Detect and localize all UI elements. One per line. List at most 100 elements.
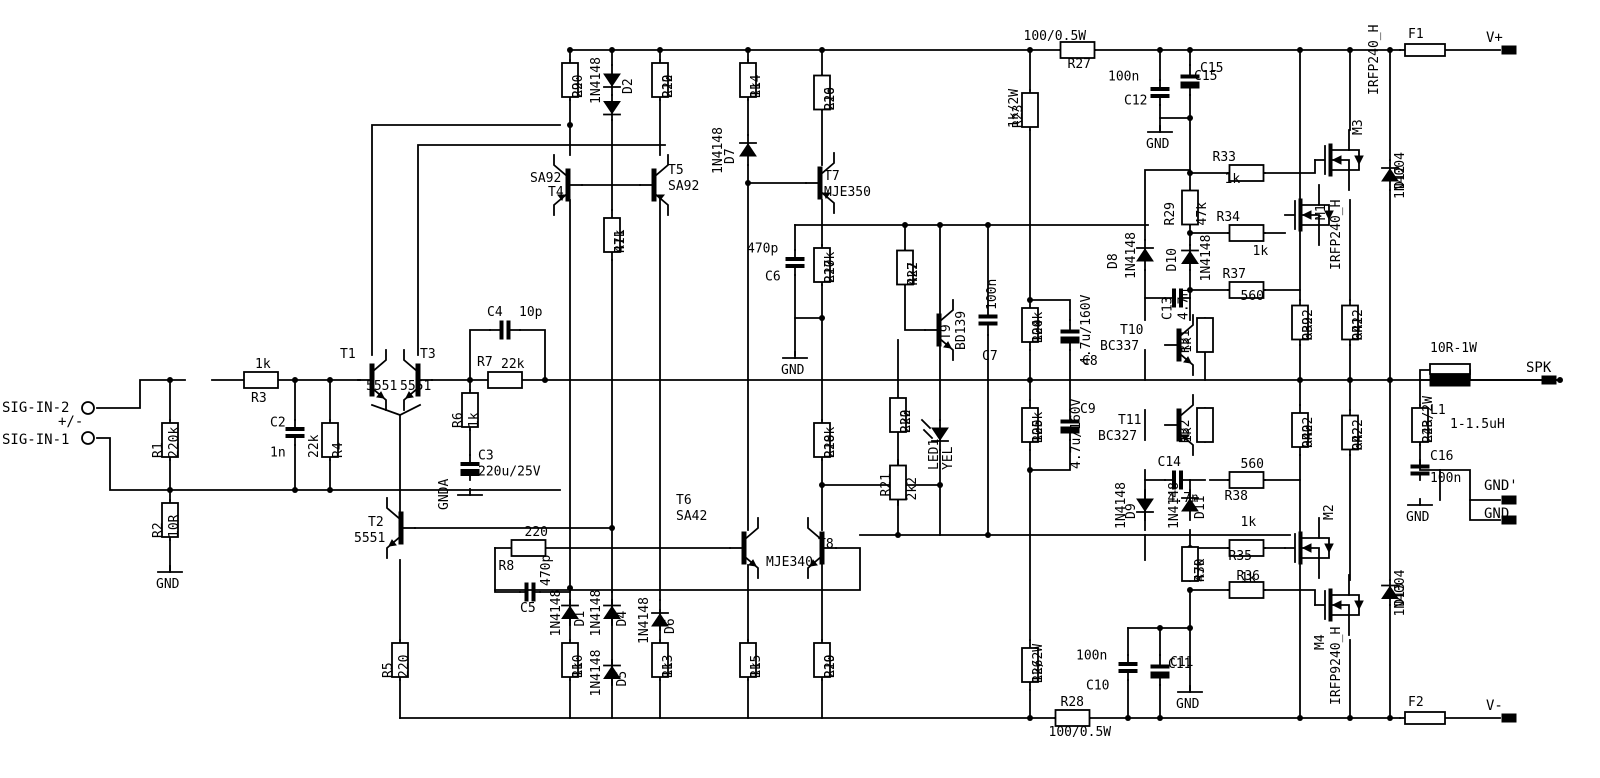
ref-r27: R27 xyxy=(1068,57,1091,72)
value-c6: 470p xyxy=(747,242,778,257)
resistor-r14 xyxy=(739,59,757,101)
junction xyxy=(1027,377,1033,383)
junction xyxy=(1387,377,1393,383)
label: C15 xyxy=(1194,69,1217,84)
label: SA92 xyxy=(668,179,699,194)
label: BD139 xyxy=(954,311,969,350)
junction xyxy=(1157,47,1163,53)
capacitor-c5 xyxy=(519,582,541,602)
port-gnd-out: GND xyxy=(1484,506,1509,522)
junction xyxy=(1297,377,1303,383)
capacitor-c12 xyxy=(1150,79,1170,106)
ref-r18: R18 xyxy=(823,435,838,458)
label: M4 xyxy=(1313,634,1328,650)
junction xyxy=(1187,625,1193,631)
ref-r35: R35 xyxy=(1229,549,1252,564)
value-r11: 47k xyxy=(613,229,628,253)
resistor-r17 xyxy=(813,244,831,286)
junction xyxy=(1187,47,1193,53)
value-c9: 4.7u/160V xyxy=(1069,398,1084,469)
junction xyxy=(1187,587,1193,593)
transistor-t3 xyxy=(403,349,433,411)
value-r28: 100/0.5W xyxy=(1049,725,1112,740)
label: IRFP240_H xyxy=(1329,200,1344,270)
ref-r22: R22 xyxy=(906,262,921,285)
ref-r6: R6 xyxy=(451,412,466,428)
label: IRFP9240_H xyxy=(1329,627,1344,705)
capacitor-c16 xyxy=(1410,459,1430,481)
diode-d6 xyxy=(651,609,669,631)
junction xyxy=(1157,625,1163,631)
value-d2: 1N4148 xyxy=(589,57,604,104)
ref-r13: R13 xyxy=(661,655,676,678)
junction xyxy=(1347,715,1353,721)
ref-d9: D9 xyxy=(1124,503,1139,519)
ground-label: GND xyxy=(1406,510,1430,525)
capacitor-c2 xyxy=(285,419,305,446)
ref-c11: C11 xyxy=(1170,655,1193,670)
junction xyxy=(1027,47,1033,53)
resistor-r38 xyxy=(1227,471,1266,489)
fuse-f1 xyxy=(1404,43,1446,57)
ref-r24: R24 xyxy=(1031,319,1046,343)
value-r14: 1k xyxy=(749,82,764,98)
resistor-r3 xyxy=(243,371,279,389)
ref-r32: R32 xyxy=(1178,420,1193,443)
junction xyxy=(1157,715,1163,721)
resistor-r24 xyxy=(1021,299,1039,351)
port-vplus: V+ xyxy=(1486,30,1503,46)
wire xyxy=(469,329,491,381)
capacitor-c8 xyxy=(1060,319,1080,351)
ground-symbol xyxy=(157,565,183,573)
transistor-t2 xyxy=(386,497,416,559)
resistor-r37 xyxy=(1227,281,1266,299)
label: 5551 xyxy=(400,379,431,394)
diode-d8 xyxy=(1136,239,1154,271)
value-c10: 100n xyxy=(1076,649,1107,664)
value-r32: 1k xyxy=(1180,427,1195,443)
resistor-r26 xyxy=(1021,639,1039,691)
value-r21: 2k2 xyxy=(905,477,920,500)
ref-r42: R42 xyxy=(1351,427,1366,450)
value-c16: 100n xyxy=(1430,471,1461,486)
ref-r43: R43 xyxy=(1421,420,1436,443)
value-r7: 22k xyxy=(501,357,525,372)
label: BC337 xyxy=(1100,339,1139,354)
transistor-t9 xyxy=(924,299,954,361)
resistor-r1 xyxy=(161,419,179,461)
ref-r8: R8 xyxy=(499,559,515,574)
value-r8: 220 xyxy=(525,525,548,540)
value-d12: 1N4004 xyxy=(1393,152,1408,199)
value-r27: 100/0.5W xyxy=(1024,29,1087,44)
label: T5 xyxy=(668,163,684,178)
ref-d7: D7 xyxy=(723,148,738,164)
label: T8 xyxy=(818,537,834,552)
ref-c6: C6 xyxy=(765,270,781,285)
value-c3: 220u/25V xyxy=(478,465,541,480)
value-d4: 1N4148 xyxy=(589,590,604,637)
junction xyxy=(1187,230,1193,236)
capacitor-c6 xyxy=(785,249,805,276)
diode-d1 xyxy=(561,599,579,626)
value-c5: 470p xyxy=(539,555,554,586)
value-r26: 1k/2W xyxy=(1031,644,1046,683)
value-r1: 220k xyxy=(167,427,182,458)
ground-label: GND xyxy=(156,577,180,592)
value-r36: 1k xyxy=(1241,571,1257,586)
resistor-r30 xyxy=(1181,546,1199,582)
diode-d12 xyxy=(1381,159,1399,191)
port-polarity: +/- xyxy=(58,414,83,430)
ref-r38: R38 xyxy=(1225,489,1248,504)
ref-r23: R23 xyxy=(1011,105,1026,128)
junction xyxy=(567,122,573,128)
junction xyxy=(1297,715,1303,721)
value-c2: 1n xyxy=(270,446,286,461)
port-sig-in-2: SIG-IN-2 xyxy=(2,400,69,416)
transistor-t4 xyxy=(553,154,583,216)
ref-r36: R36 xyxy=(1237,569,1260,584)
capacitor-c14 xyxy=(1164,470,1191,490)
mosfet-m3 xyxy=(1314,129,1364,191)
junction xyxy=(327,487,333,493)
label: 1-1.5uH xyxy=(1450,417,1505,432)
terminal-pad xyxy=(1501,515,1517,525)
